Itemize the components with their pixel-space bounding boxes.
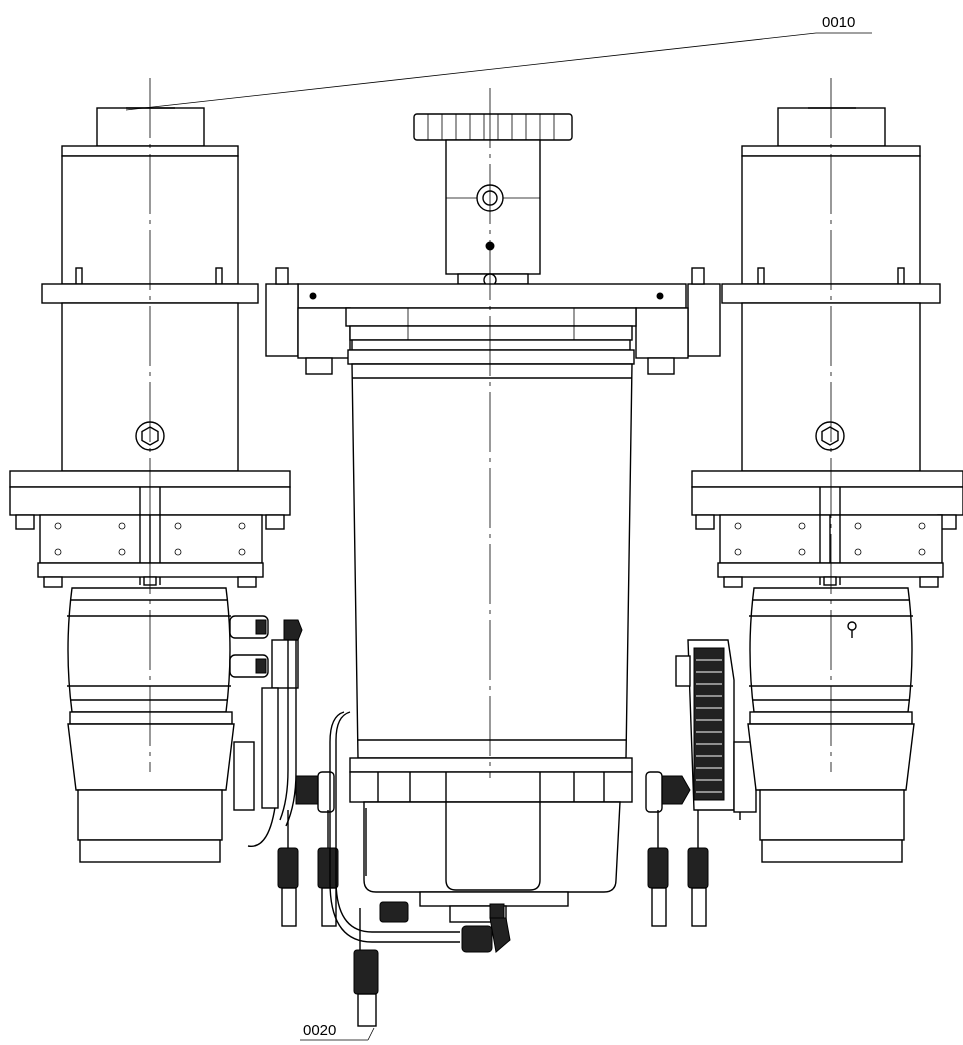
callout-0020-label: 0020 (303, 1022, 336, 1039)
left-cable-cluster (229, 615, 339, 927)
callout-0010-label: 0010 (822, 14, 855, 31)
center-lines (149, 78, 832, 778)
callout-0010: 0010 (125, 14, 872, 111)
right-cable-cluster (645, 639, 757, 927)
callout-0020: 0020 (300, 1022, 375, 1041)
hex-bolt-right (815, 421, 845, 451)
